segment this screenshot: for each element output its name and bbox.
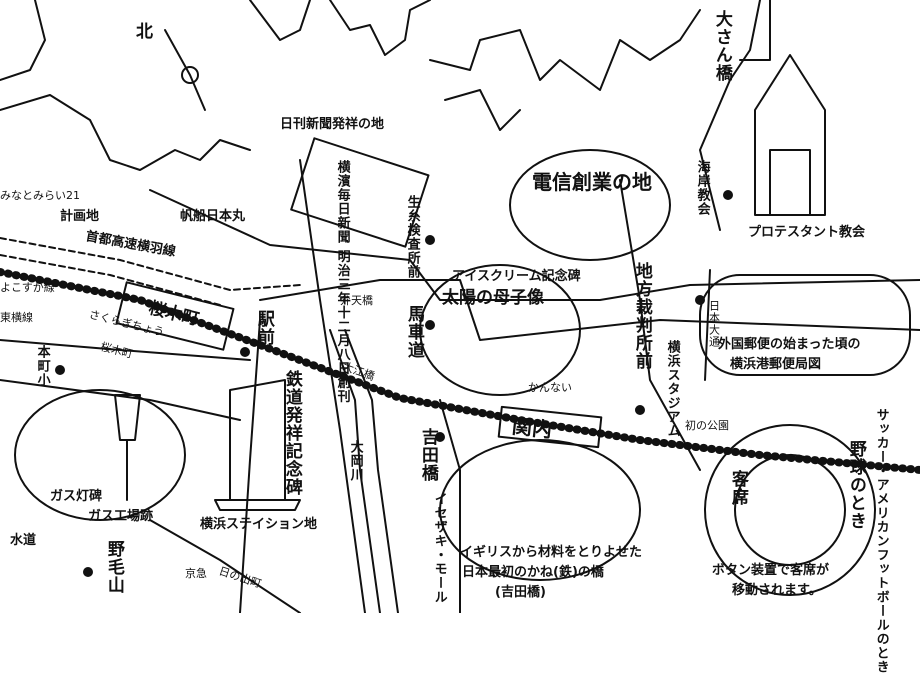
coastline-left [0, 0, 251, 171]
stadium-inner [734, 454, 846, 566]
church [754, 54, 826, 216]
label-minatomirai: みなとみらい21 [0, 189, 80, 202]
label-yakyu: 野球のとき [845, 440, 866, 530]
road-v1 [299, 159, 366, 613]
road-v2 [444, 89, 521, 131]
label-kyakuseki: 客席 [727, 470, 748, 506]
label-gas: ガス灯碑 [50, 489, 103, 504]
road-diag1 [239, 319, 261, 613]
expressway [0, 237, 301, 291]
compass-needle [164, 29, 206, 111]
label-isezaki: イセザキ・モール [431, 492, 447, 604]
label-yoshida-paren: (吉田橋) [495, 585, 546, 600]
label-yokosuka: よこすか線 [0, 281, 55, 294]
road-diag2 [439, 399, 461, 613]
label-protestant: プロテスタント教会 [748, 225, 866, 240]
icecream-bubble [419, 264, 581, 396]
label-suido: 水道 [10, 533, 37, 548]
label-nihon-odori: 日本大通 [707, 300, 721, 348]
label-keikakuchi: 計画地 [60, 209, 100, 224]
road-v3 [619, 179, 701, 471]
label-chiho: 地方裁判所前 [631, 262, 652, 370]
label-kannai: 関内 [510, 413, 554, 443]
tetsudo-monument [214, 379, 301, 511]
coastline-top [249, 0, 431, 56]
label-soccer: サッカー・アメリカンフットボールのとき [873, 408, 889, 674]
expressway2 [0, 254, 221, 306]
road-h1 [149, 189, 920, 301]
label-gas-koba: ガス工場跡 [88, 509, 154, 524]
map-drawing [0, 0, 920, 613]
label-button: ボタン装置で客席が [712, 563, 830, 578]
label-noge: 野毛山 [103, 540, 124, 594]
label-tetsubashi: 日本最初のかね(鉄)の橋 [462, 565, 604, 580]
label-tetsudo: 鉄道発祥記念碑 [281, 370, 302, 496]
label-station-site: 横浜ステイション地 [200, 517, 318, 532]
shinbun-plaque [290, 137, 430, 248]
label-honmachi: 本町小 [34, 345, 50, 387]
gas-lamp [114, 394, 141, 501]
label-bentenbashi: 弁天橋 [340, 294, 373, 307]
label-icecream: アイスクリーム記念碑 [452, 269, 581, 284]
river [329, 329, 399, 613]
road-h2 [259, 279, 920, 341]
label-stadium: 横浜スタジアム [664, 340, 680, 438]
label-yokohama-yubin: 横浜港郵便局図 [730, 357, 822, 372]
label-kannai-small: かんない [528, 381, 572, 394]
label-shinbun-plaque: 横濱毎日新聞 明治三年十二月八日創刊 [334, 160, 350, 404]
railway-ties [0, 268, 920, 474]
label-british: イギリスから材料をとりよせた [460, 545, 643, 560]
compass-north: 北 [136, 22, 153, 42]
label-idou: 移動されます。 [732, 583, 822, 598]
label-yoshidabashi: 吉田橋 [417, 428, 438, 482]
bridge-bubble [439, 439, 641, 581]
label-oosan: 大さん橋 [711, 10, 732, 82]
compass-ring [181, 66, 199, 84]
label-toyoko: 東横線 [0, 311, 33, 324]
denshin-bubble [509, 149, 671, 261]
label-kaigan: 海岸教会 [694, 160, 710, 216]
label-ooka: 大岡川 [347, 440, 363, 482]
label-nikkan: 日刊新聞発祥の地 [280, 117, 385, 132]
yubin-bubble [699, 274, 911, 376]
water-edge-center [429, 9, 701, 91]
road-left [0, 339, 251, 421]
road-lower [149, 519, 301, 613]
label-taiyo: 太陽の母子像 [442, 288, 544, 308]
label-hansen: 帆船日本丸 [180, 209, 246, 224]
sakuragicho-station [115, 281, 235, 351]
label-eki-mae: 駅前 [253, 310, 274, 346]
label-gaikoku-yubin: 外国郵便の始まった頃の [718, 337, 861, 352]
water-edge-right [699, 0, 761, 231]
label-hajime-koen: 初の公園 [685, 419, 729, 432]
pier [739, 0, 771, 61]
label-keikyu: 京急 [185, 567, 207, 580]
label-basha: 馬車道 [403, 305, 424, 359]
kannai-station [497, 405, 603, 449]
gas-bubble [14, 389, 186, 521]
label-denshin: 電信創業の地 [532, 170, 652, 194]
stadium-outer [704, 424, 876, 596]
label-ikoma: 生糸検査所前 [404, 195, 420, 279]
location-markers [55, 190, 733, 577]
